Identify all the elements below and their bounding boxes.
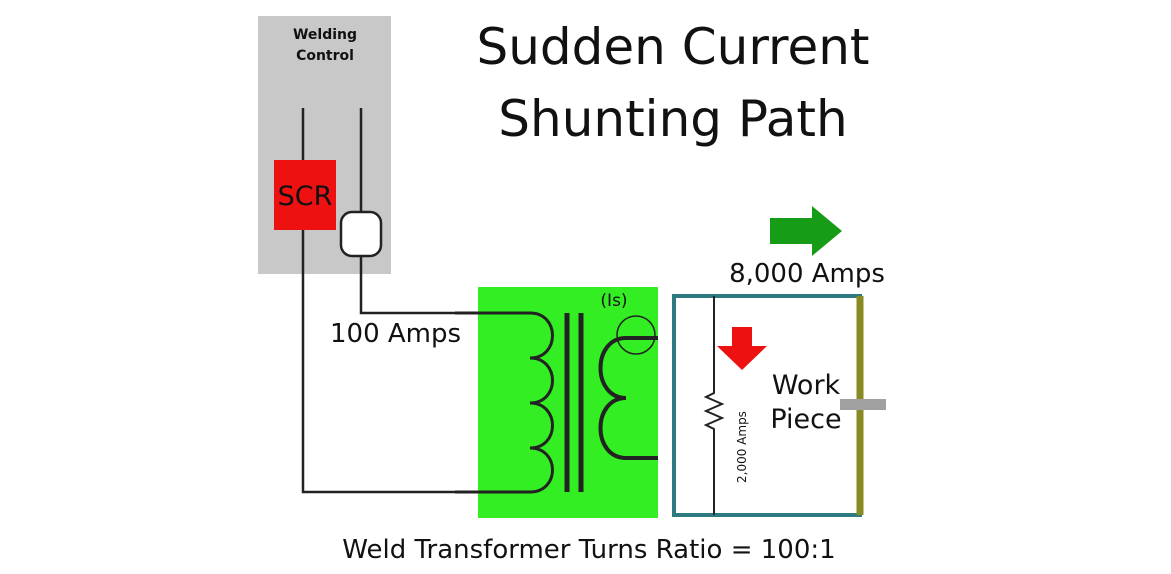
output-current-arrow xyxy=(770,206,842,256)
scr-label: SCR xyxy=(278,181,333,212)
secondary-coil xyxy=(598,336,658,460)
primary-current-sensor xyxy=(339,210,383,258)
workpiece-label-line-2: Piece xyxy=(770,404,841,435)
secondary-sensor-label: (Is) xyxy=(600,291,627,311)
primary-wire-right xyxy=(359,108,478,315)
welding-control-label-line-2: Control xyxy=(296,48,354,64)
title-line-1: Sudden Current xyxy=(476,18,869,76)
primary-wire-left xyxy=(301,108,478,494)
workpiece-label-line-1: Work xyxy=(772,370,841,401)
workpiece-bar xyxy=(840,399,886,410)
primary-current-label: 100 Amps xyxy=(330,319,461,349)
turns-ratio-label: Weld Transformer Turns Ratio = 100:1 xyxy=(342,535,835,565)
shunt-current-arrow xyxy=(717,327,767,370)
output-current-label: 8,000 Amps xyxy=(729,259,885,289)
shunt-resistor xyxy=(703,296,725,515)
welding-control-label-line-1: Welding xyxy=(293,27,357,43)
shunt-current-label: 2,000 Amps xyxy=(735,411,749,483)
secondary-current-sensor xyxy=(616,315,656,355)
primary-coil xyxy=(529,311,554,494)
title-line-2: Shunting Path xyxy=(498,90,847,148)
scr-block xyxy=(274,160,336,230)
